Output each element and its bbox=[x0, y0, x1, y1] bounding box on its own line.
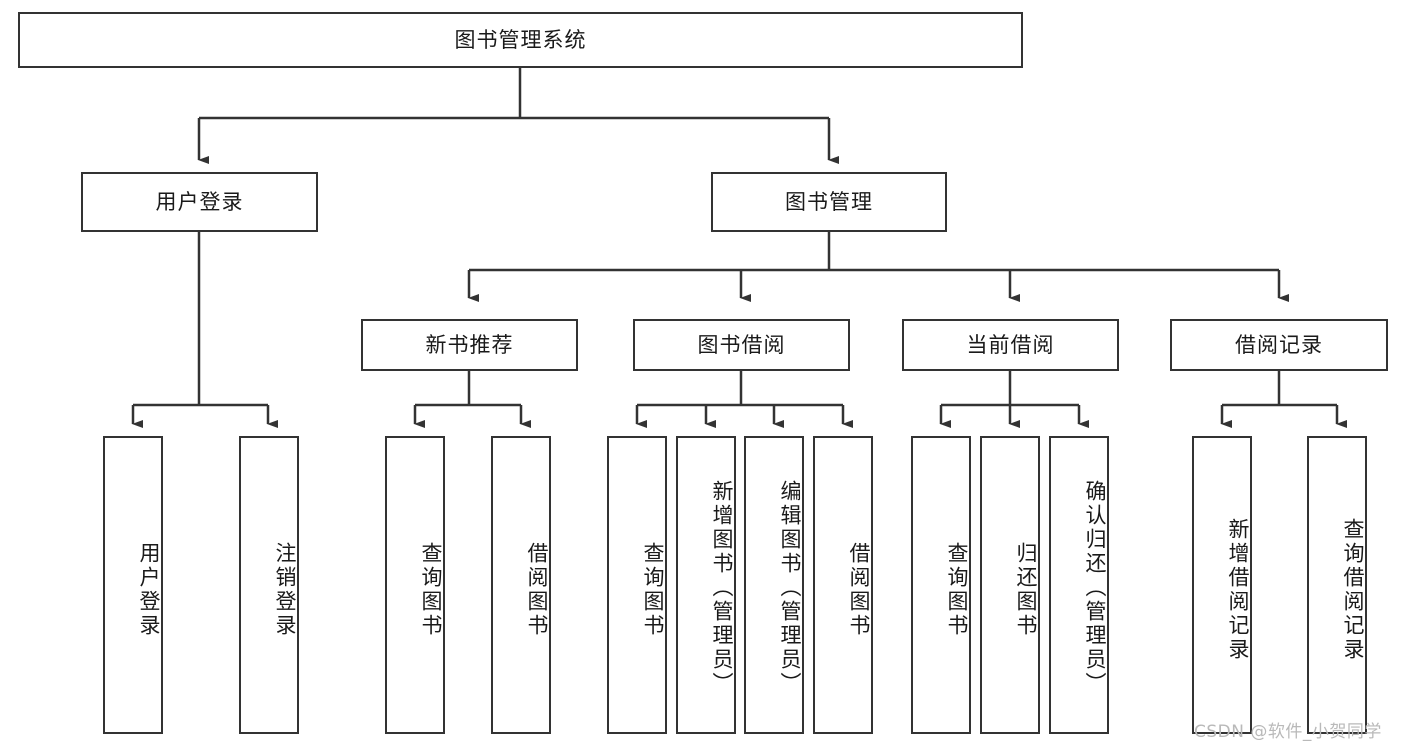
leaf-query-book-recommend[interactable]: 查询图书 bbox=[385, 436, 445, 734]
node-current-borrow[interactable]: 当前借阅 bbox=[902, 319, 1119, 371]
node-label: 用户登录 bbox=[137, 542, 161, 638]
node-user-login[interactable]: 用户登录 bbox=[81, 172, 318, 232]
node-label: 查询图书 bbox=[945, 542, 969, 638]
node-label: 归还图书 bbox=[1014, 542, 1038, 638]
node-label: 新增借阅记录 bbox=[1226, 518, 1250, 662]
node-book-borrow[interactable]: 图书借阅 bbox=[633, 319, 850, 371]
node-label: 查询图书 bbox=[419, 542, 443, 638]
leaf-borrow-book-recommend[interactable]: 借阅图书 bbox=[491, 436, 551, 734]
node-label: 借阅图书 bbox=[847, 542, 871, 638]
node-new-book-recommend[interactable]: 新书推荐 bbox=[361, 319, 578, 371]
node-label: 编辑图书（管理员） bbox=[778, 480, 802, 696]
leaf-query-borrow-record[interactable]: 查询借阅记录 bbox=[1307, 436, 1367, 734]
node-book-management[interactable]: 图书管理 bbox=[711, 172, 947, 232]
node-label: 借阅图书 bbox=[525, 542, 549, 638]
node-label: 图书借阅 bbox=[697, 332, 786, 357]
node-label: 查询借阅记录 bbox=[1341, 518, 1365, 662]
watermark-text: CSDN @软件_小贺同学 bbox=[1194, 722, 1382, 742]
leaf-edit-book-admin[interactable]: 编辑图书（管理员） bbox=[744, 436, 804, 734]
leaf-query-book-current[interactable]: 查询图书 bbox=[911, 436, 971, 734]
leaf-logout-login[interactable]: 注销登录 bbox=[239, 436, 299, 734]
node-root-book-management-system[interactable]: 图书管理系统 bbox=[18, 12, 1023, 68]
node-label: 当前借阅 bbox=[966, 332, 1055, 357]
node-label: 注销登录 bbox=[273, 542, 297, 638]
node-label: 用户登录 bbox=[155, 189, 244, 214]
node-label: 图书管理 bbox=[785, 189, 873, 214]
leaf-confirm-return-admin[interactable]: 确认归还（管理员） bbox=[1049, 436, 1109, 734]
leaf-user-login[interactable]: 用户登录 bbox=[103, 436, 163, 734]
leaf-borrow-book[interactable]: 借阅图书 bbox=[813, 436, 873, 734]
node-label: 借阅记录 bbox=[1235, 332, 1323, 357]
node-label: 图书管理系统 bbox=[454, 27, 587, 52]
leaf-return-book[interactable]: 归还图书 bbox=[980, 436, 1040, 734]
leaf-add-borrow-record[interactable]: 新增借阅记录 bbox=[1192, 436, 1252, 734]
node-borrow-record[interactable]: 借阅记录 bbox=[1170, 319, 1388, 371]
node-label: 查询图书 bbox=[641, 542, 665, 638]
leaf-add-book-admin[interactable]: 新增图书（管理员） bbox=[676, 436, 736, 734]
leaf-query-book-borrow[interactable]: 查询图书 bbox=[607, 436, 667, 734]
node-label: 新书推荐 bbox=[425, 332, 514, 357]
node-label: 新增图书（管理员） bbox=[710, 480, 734, 696]
node-label: 确认归还（管理员） bbox=[1083, 480, 1107, 696]
